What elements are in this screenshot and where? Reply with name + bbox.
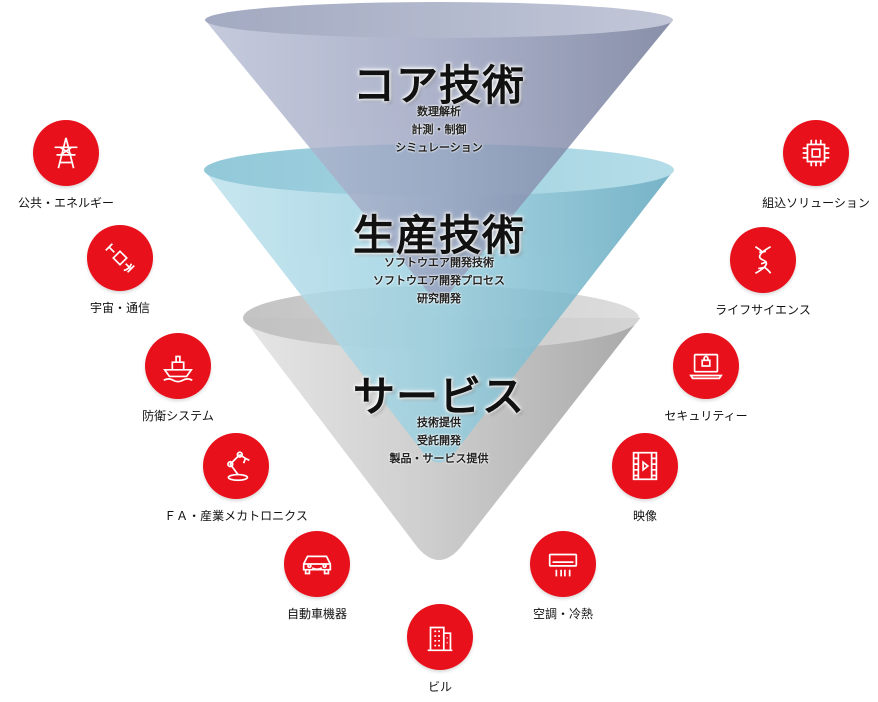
node-space-comm[interactable]: 宇宙・通信 <box>87 225 153 315</box>
tier-production-item: 研究開発 <box>417 292 461 305</box>
air-conditioner-icon <box>548 553 578 577</box>
dna-icon <box>754 245 772 275</box>
building-icon <box>427 626 453 652</box>
node-hvac[interactable]: 空調・冷熱 <box>530 531 596 621</box>
chip-icon <box>802 139 830 167</box>
node-label: 宇宙・通信 <box>89 301 151 315</box>
node-defense[interactable]: 防衛システム <box>142 333 214 423</box>
car-icon <box>302 555 332 575</box>
ship-icon <box>163 355 193 383</box>
tier-core-items: 数理解析 計測・制御 シミュレーション <box>395 103 483 157</box>
tier-service-title: サービス <box>352 372 526 421</box>
tier-core-item: 計測・制御 <box>411 123 467 136</box>
laptop-lock-icon <box>689 353 723 380</box>
satellite-icon <box>105 243 135 273</box>
node-label: ビル <box>427 680 453 694</box>
node-label: 自動車機器 <box>286 607 348 621</box>
tier-core-item: 数理解析 <box>417 105 461 118</box>
tier-production-item: ソフトウエア開発プロセス <box>373 274 505 287</box>
node-video[interactable]: 映像 <box>612 433 678 523</box>
tier-production-items: ソフトウエア開発技術 ソフトウエア開発プロセス 研究開発 <box>373 254 505 308</box>
tier-production-title: 生産技術 <box>352 211 526 260</box>
node-label: ライフサイエンス <box>715 303 811 317</box>
node-label: 組込ソリューション <box>762 196 870 210</box>
tier-service-item: 受託開発 <box>417 434 461 447</box>
node-label: ＦＡ・産業メカトロニクス <box>164 509 308 523</box>
film-icon <box>632 451 658 481</box>
power-tower-icon <box>54 137 78 169</box>
node-label: セキュリティー <box>664 409 748 423</box>
tier-core-title: コア技術 <box>352 61 526 110</box>
node-embedded[interactable]: 組込ソリューション <box>762 120 870 210</box>
node-security[interactable]: セキュリティー <box>664 333 748 423</box>
robot-arm-icon <box>227 451 250 482</box>
node-automotive[interactable]: 自動車機器 <box>284 531 350 621</box>
node-label: 映像 <box>632 509 658 523</box>
core-cone <box>205 2 673 299</box>
tier-service-items: 技術提供 受託開発 製品・サービス提供 <box>390 414 489 468</box>
tier-core-item: シミュレーション <box>395 141 483 154</box>
node-label: 公共・エネルギー <box>17 196 115 210</box>
node-public-energy[interactable]: 公共・エネルギー <box>18 120 114 210</box>
tier-service-item: 製品・サービス提供 <box>389 452 489 465</box>
node-building[interactable]: ビル <box>407 604 473 694</box>
tier-service-item: 技術提供 <box>417 416 461 429</box>
node-factory-automation[interactable]: ＦＡ・産業メカトロニクス <box>164 433 308 523</box>
tier-production-item: ソフトウエア開発技術 <box>384 256 494 269</box>
node-label: 空調・冷熱 <box>532 607 594 621</box>
node-life-science[interactable]: ライフサイエンス <box>715 227 811 317</box>
node-label: 防衛システム <box>142 409 214 423</box>
